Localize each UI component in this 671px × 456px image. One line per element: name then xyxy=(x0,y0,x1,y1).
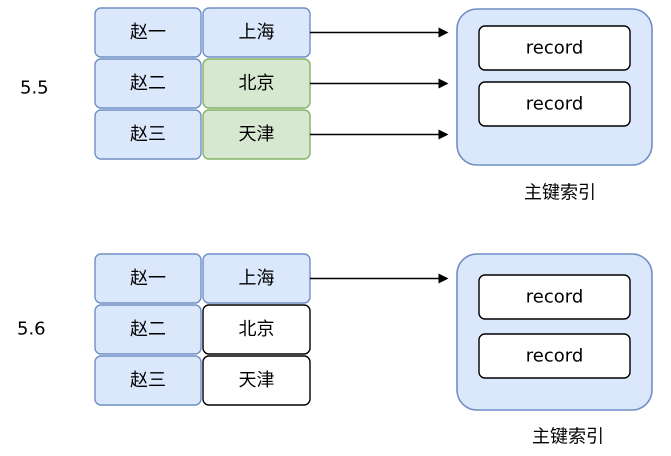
city-cell-5-6-row-1: 上海 xyxy=(202,253,311,304)
svg-text:赵二: 赵二 xyxy=(130,73,166,94)
arrows-5-5 xyxy=(310,27,449,140)
svg-text:record: record xyxy=(526,287,584,308)
name-cell-5-6-row-1: 赵一 xyxy=(94,253,202,304)
version-label-5-6: 5.6 xyxy=(17,319,46,340)
record-5-5-1: record xyxy=(478,25,631,71)
name-cell-5-5-row-1: 赵一 xyxy=(94,7,202,58)
index-caption-5-5: 主键索引 xyxy=(524,183,596,204)
name-cell-5-6-row-3: 赵三 xyxy=(94,355,202,406)
city-cell-5-5-row-2: 北京 xyxy=(202,58,311,109)
svg-text:record: record xyxy=(526,94,584,115)
svg-text:上海: 上海 xyxy=(239,22,275,43)
svg-text:天津: 天津 xyxy=(239,124,275,145)
svg-text:北京: 北京 xyxy=(239,319,275,340)
svg-text:record: record xyxy=(526,346,584,367)
name-cell-5-5-row-3: 赵三 xyxy=(94,109,202,160)
record-5-6-1: record xyxy=(478,274,631,320)
primary-key-index-5-6: record record xyxy=(456,253,653,411)
svg-text:上海: 上海 xyxy=(239,268,275,289)
svg-text:北京: 北京 xyxy=(239,73,275,94)
svg-text:赵一: 赵一 xyxy=(130,268,166,289)
city-cell-5-6-row-2: 北京 xyxy=(202,304,311,355)
version-label-5-5: 5.5 xyxy=(20,78,49,99)
svg-text:天津: 天津 xyxy=(239,370,275,391)
table-5-6: 赵一 上海 赵二 北京 赵三 天津 xyxy=(94,253,311,406)
svg-text:赵三: 赵三 xyxy=(130,124,166,145)
svg-text:record: record xyxy=(526,38,584,59)
name-cell-5-6-row-2: 赵二 xyxy=(94,304,202,355)
svg-text:赵三: 赵三 xyxy=(130,370,166,391)
name-cell-5-5-row-2: 赵二 xyxy=(94,58,202,109)
city-cell-5-5-row-3: 天津 xyxy=(202,109,311,160)
svg-text:赵一: 赵一 xyxy=(130,22,166,43)
record-5-6-2: record xyxy=(478,333,631,379)
svg-text:赵二: 赵二 xyxy=(130,319,166,340)
record-5-5-2: record xyxy=(478,81,631,127)
primary-key-index-5-5: record record xyxy=(456,8,653,166)
city-cell-5-5-row-1: 上海 xyxy=(202,7,311,58)
index-caption-5-6: 主键索引 xyxy=(532,427,604,448)
table-5-5: 赵一 上海 赵二 北京 赵三 天津 xyxy=(94,7,311,160)
city-cell-5-6-row-3: 天津 xyxy=(202,355,311,406)
